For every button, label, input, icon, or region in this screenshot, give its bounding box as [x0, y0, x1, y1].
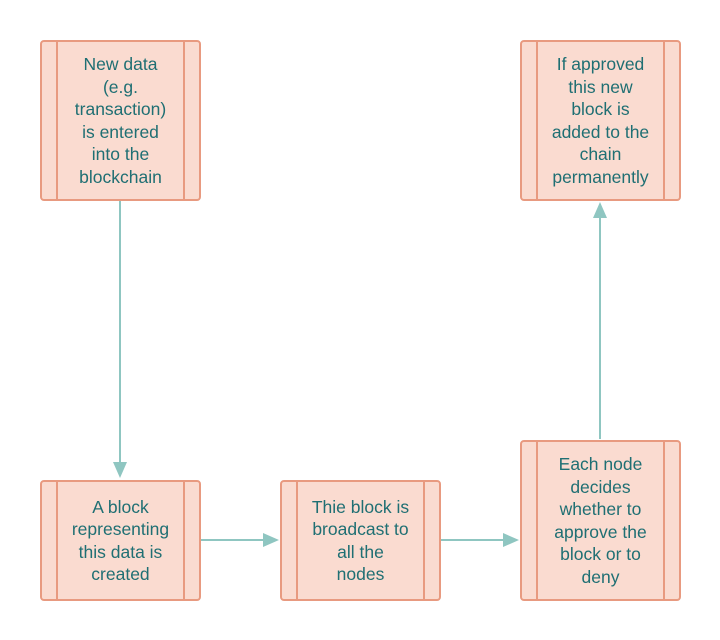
node-label: If approved this new block is added to t…	[551, 54, 650, 187]
edge-n4-n5[interactable]	[593, 202, 607, 439]
edge-n2-n3-arrowhead	[263, 533, 279, 547]
edge-n2-n3[interactable]	[201, 533, 279, 547]
edge-n4-n5-arrowhead	[593, 202, 607, 218]
node-label: A block representing this data is create…	[71, 496, 170, 585]
edge-n3-n4[interactable]	[441, 533, 519, 547]
node-label: New data (e.g. transaction) is entered i…	[74, 54, 167, 187]
node-nodes-decide[interactable]: Each node decides whether to approve the…	[520, 440, 681, 601]
edge-n1-n2[interactable]	[113, 201, 127, 478]
node-new-data-entered[interactable]: New data (e.g. transaction) is entered i…	[40, 40, 201, 201]
node-block-added-to-chain[interactable]: If approved this new block is added to t…	[520, 40, 681, 201]
node-label: Thie block is broadcast to all the nodes	[311, 496, 410, 585]
node-label: Each node decides whether to approve the…	[554, 454, 647, 587]
node-block-broadcast[interactable]: Thie block is broadcast to all the nodes	[280, 480, 441, 601]
node-block-created[interactable]: A block representing this data is create…	[40, 480, 201, 601]
edge-n1-n2-arrowhead	[113, 462, 127, 478]
edge-n3-n4-arrowhead	[503, 533, 519, 547]
